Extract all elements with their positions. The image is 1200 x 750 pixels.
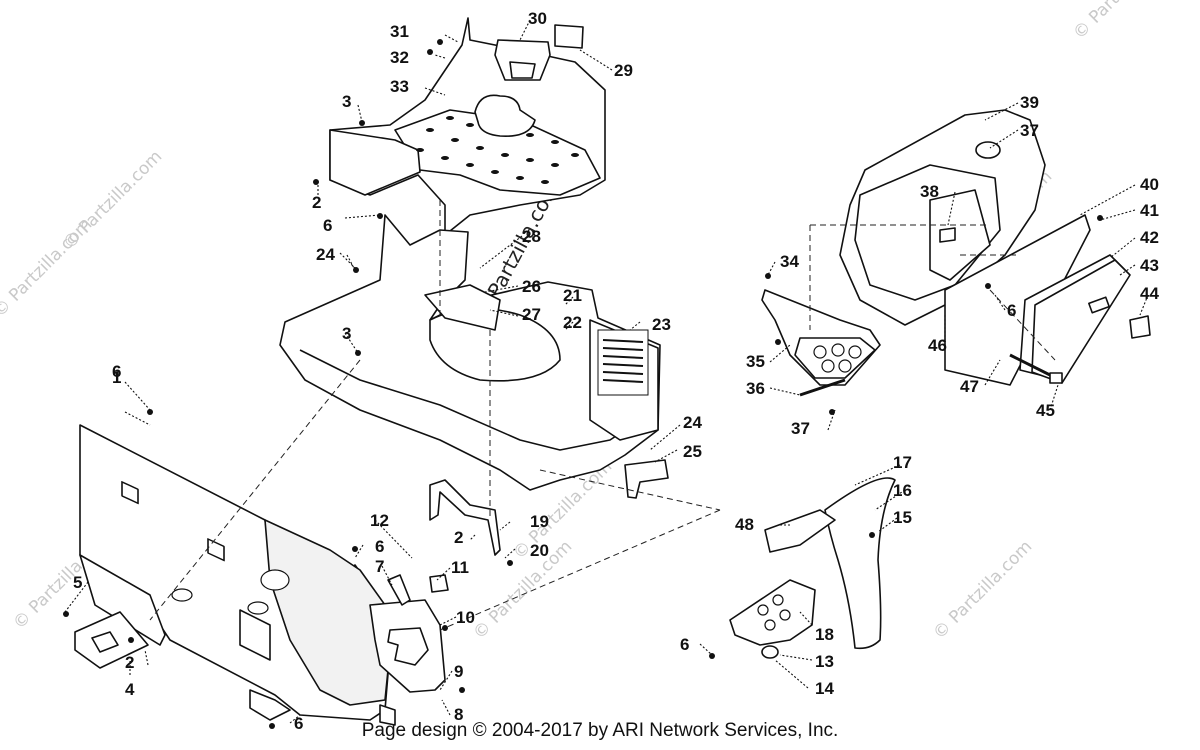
- callout-16: 16: [893, 481, 912, 500]
- callout-3: 3: [342, 92, 351, 111]
- callout-24: 24: [316, 245, 335, 264]
- callout-24: 24: [683, 413, 702, 432]
- callout-27: 27: [522, 305, 541, 324]
- callout-28: 28: [522, 227, 541, 246]
- assembly-lines: [149, 200, 1056, 631]
- callout-18: 18: [815, 625, 834, 644]
- callout-32: 32: [390, 48, 409, 67]
- strap-7: [387, 574, 411, 606]
- callout-17: 17: [893, 453, 912, 472]
- callout-43: 43: [1140, 256, 1159, 275]
- callout-33: 33: [390, 77, 409, 96]
- callout-25: 25: [683, 442, 702, 461]
- callout-10: 10: [456, 608, 475, 627]
- watermark-text: © Partzilla.com: [929, 537, 1036, 644]
- callout-6: 6: [1007, 301, 1016, 320]
- storage-box: [839, 109, 1046, 326]
- floor-tub: [279, 214, 661, 491]
- callout-37: 37: [791, 419, 810, 438]
- latch-44: [1129, 315, 1151, 339]
- callout-2: 2: [312, 193, 321, 212]
- callout-7: 7: [375, 557, 384, 576]
- callout-6: 6: [375, 537, 384, 556]
- callout-14: 14: [815, 679, 834, 698]
- callout-2: 2: [125, 653, 134, 672]
- callout-46: 46: [928, 336, 947, 355]
- seat-vent-holes: [416, 116, 579, 184]
- fasteners: [63, 39, 1103, 729]
- callout-20: 20: [530, 541, 549, 560]
- callout-19: 19: [530, 512, 549, 531]
- callout-11: 11: [451, 558, 469, 577]
- watermark-text: © Partzilla.com: [1069, 0, 1176, 44]
- callout-39: 39: [1020, 93, 1039, 112]
- callout-29: 29: [614, 61, 633, 80]
- lid-43: [1031, 259, 1131, 384]
- mud-flap: [729, 477, 896, 659]
- callout-40: 40: [1140, 175, 1159, 194]
- callout-3: 3: [342, 324, 351, 343]
- callout-45: 45: [1036, 401, 1055, 420]
- callout-6: 6: [294, 714, 303, 733]
- callout-8: 8: [454, 705, 463, 724]
- callout-26: 26: [522, 277, 541, 296]
- callout-12: 12: [370, 511, 389, 530]
- copyright-footer: Page design © 2004-2017 by ARI Network S…: [361, 720, 839, 741]
- callout-37: 37: [1020, 121, 1039, 140]
- callout-47: 47: [960, 377, 979, 396]
- callout-38: 38: [920, 182, 939, 201]
- callout-41: 41: [1140, 201, 1159, 220]
- front-body-panel: [79, 424, 396, 726]
- callout-4: 4: [125, 680, 135, 699]
- callout-6: 6: [323, 216, 332, 235]
- callout-6: 6: [112, 362, 121, 381]
- callout-1: 1: [112, 368, 121, 387]
- seat-console: [329, 17, 606, 236]
- callouts: 1 2 2 2 3 3 4 5 6 6 6 6 6 6 7 8 9 10 11 …: [73, 9, 1159, 733]
- callout-31: 31: [390, 22, 409, 41]
- bracket-25: [624, 459, 669, 499]
- watermark-text: © Partzilla.com: [59, 147, 166, 254]
- callout-21: 21: [563, 286, 582, 305]
- leader-lines: [64, 19, 1149, 724]
- callout-22: 22: [563, 313, 582, 332]
- callout-5: 5: [73, 573, 82, 592]
- callout-6: 6: [680, 635, 689, 654]
- callout-9: 9: [454, 662, 463, 681]
- callout-48: 48: [735, 515, 754, 534]
- callout-2: 2: [454, 528, 463, 547]
- bracket-19: [429, 479, 501, 556]
- clip-11: [429, 574, 449, 593]
- callout-13: 13: [815, 652, 834, 671]
- callout-34: 34: [780, 252, 799, 271]
- bracket-36: [761, 289, 881, 397]
- callout-36: 36: [746, 379, 765, 398]
- callout-23: 23: [652, 315, 671, 334]
- callout-15: 15: [893, 508, 912, 527]
- callout-35: 35: [746, 352, 765, 371]
- callout-30: 30: [528, 9, 547, 28]
- warning-label-23: [597, 329, 649, 396]
- callout-44: 44: [1140, 284, 1159, 303]
- callout-42: 42: [1140, 228, 1159, 247]
- bracket-8: [369, 599, 446, 693]
